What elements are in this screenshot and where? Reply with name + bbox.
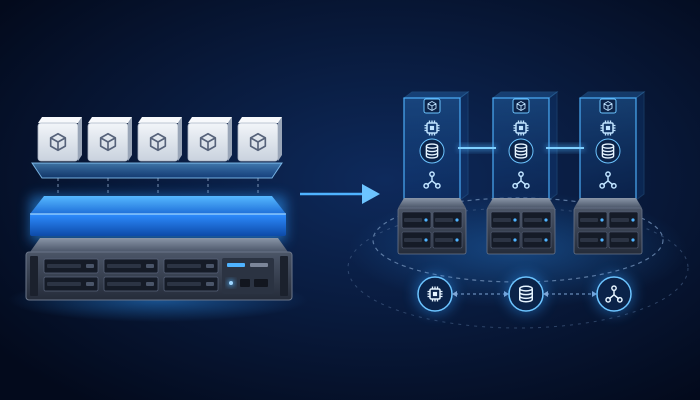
left-single-server-group	[8, 117, 308, 322]
container-row	[37, 117, 282, 162]
drive-bay	[43, 276, 99, 292]
drive-bay	[163, 276, 219, 292]
drive-bay	[490, 211, 521, 229]
container-box	[187, 117, 232, 162]
container-box	[87, 117, 132, 162]
container-box	[37, 117, 82, 162]
glowing-platform	[30, 196, 286, 242]
node-server	[486, 198, 556, 255]
cluster-outer-ring	[347, 207, 689, 329]
drive-bay	[401, 231, 432, 249]
drive-bay	[401, 211, 432, 229]
drive-bay	[608, 211, 639, 229]
drive-bay	[608, 231, 639, 249]
service-node	[593, 273, 635, 315]
rack-server	[25, 238, 293, 301]
drive-bay	[432, 211, 463, 229]
drive-bay	[103, 258, 159, 274]
service-node	[414, 273, 456, 315]
cluster-nodes	[397, 91, 646, 255]
drive-bay	[103, 276, 159, 292]
node-server	[397, 198, 467, 255]
cluster-node	[397, 91, 470, 255]
drive-bay	[490, 231, 521, 249]
server-front-panel	[222, 258, 274, 294]
cluster-node	[486, 91, 559, 255]
container-box	[137, 117, 182, 162]
glass-plate	[31, 162, 283, 179]
drive-bay	[521, 211, 552, 229]
drive-bays	[43, 258, 219, 292]
bottom-services	[414, 273, 635, 315]
drive-bay	[432, 231, 463, 249]
drive-bay	[577, 231, 608, 249]
node-server	[573, 198, 643, 255]
node-links	[458, 145, 584, 151]
drive-bay	[43, 258, 99, 274]
arrow-right-icon	[300, 184, 380, 204]
drive-bay	[521, 231, 552, 249]
service-node	[505, 273, 547, 315]
container-box	[237, 117, 282, 162]
right-cluster-group	[347, 91, 689, 329]
drive-bay	[577, 211, 608, 229]
drive-bay	[163, 258, 219, 274]
cluster-node	[573, 91, 646, 255]
